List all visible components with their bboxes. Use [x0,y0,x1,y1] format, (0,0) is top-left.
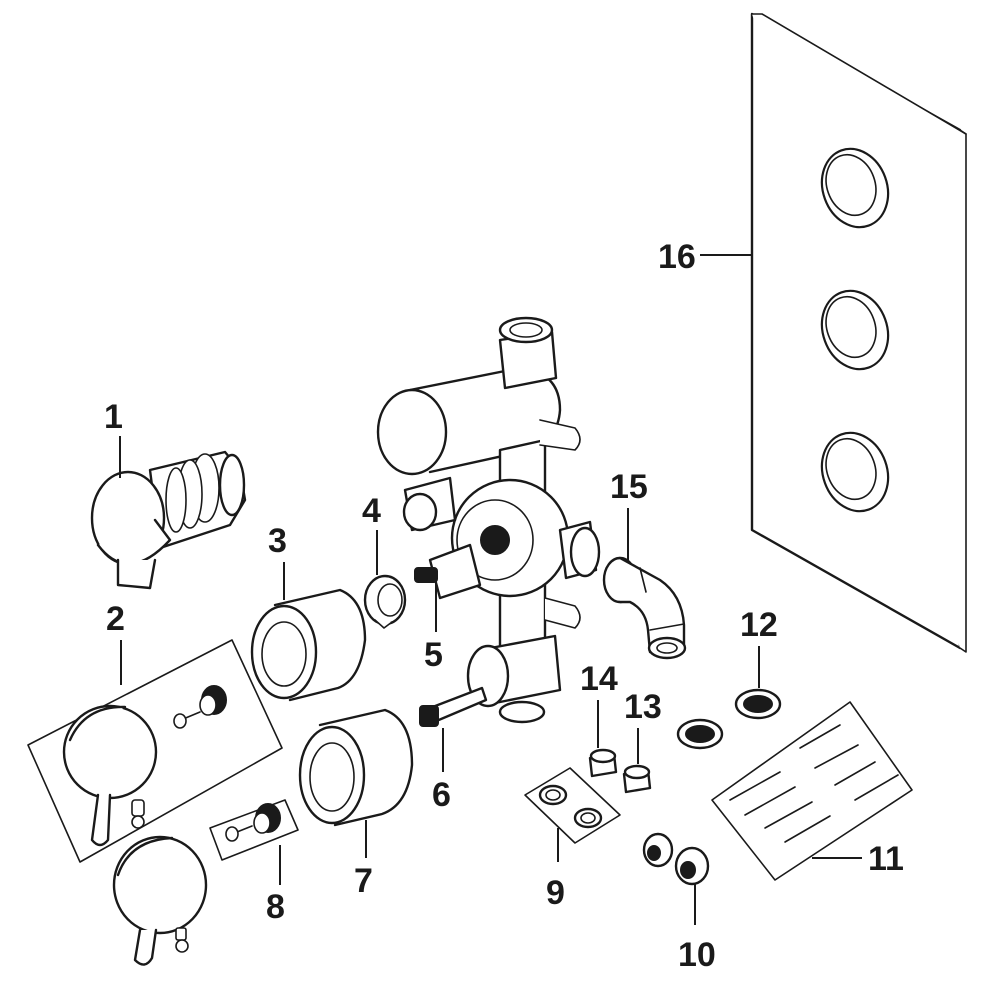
grub-screw [131,799,145,829]
fixing-kit [711,701,913,881]
screw-adapter-kit [209,799,299,861]
callout-14: 14 [580,660,618,698]
faceplate-hole-middle [820,289,890,371]
callout-16: 16 [658,238,696,276]
lever-handle-kit [27,639,283,863]
retaining-clip [363,574,407,629]
callout-3: 3 [268,522,287,560]
diverter-cartridge [414,543,482,600]
callout-12: 12 [740,606,778,644]
faceplate [750,12,967,653]
sealing-rings [676,688,782,750]
shroud-lower [298,708,414,827]
spindle-extension [419,686,488,727]
elbow-connector [602,556,687,660]
callout-6: 6 [432,776,451,814]
splined-adapter [199,685,227,716]
callout-8: 8 [266,888,285,926]
faceplate-hole-top [820,147,890,229]
callout-9: 9 [546,874,565,912]
callout-2: 2 [106,600,125,638]
blanking-cap [622,764,652,794]
fixing-screws [729,724,899,843]
callout-1: 1 [104,398,123,436]
shroud-upper [250,588,367,702]
callout-15: 15 [610,468,648,506]
valve-body [376,316,601,724]
washer-kit [524,767,621,844]
callout-10: 10 [678,936,716,974]
faceplate-hole-bottom [820,431,890,513]
kit-screw [173,711,201,729]
callout-11: 11 [868,840,904,878]
callout-13: 13 [624,688,662,726]
callout-4: 4 [362,492,381,530]
callout-7: 7 [354,862,373,900]
blanking-cap-small [588,748,618,778]
lever-handle-lower [112,835,208,966]
handle-with-cartridge [90,450,247,590]
check-valves [642,832,710,886]
callout-5: 5 [424,636,443,674]
